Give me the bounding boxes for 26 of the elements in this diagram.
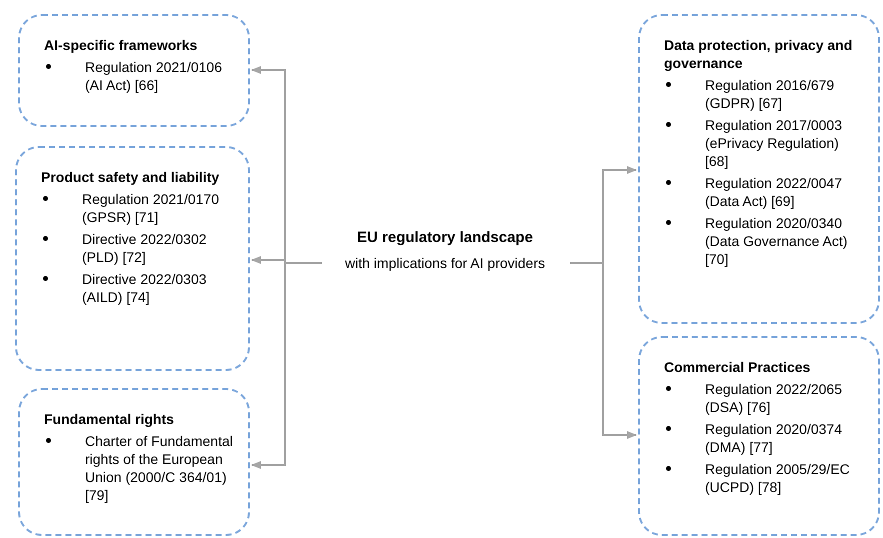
list-item-text: Regulation 2022/2065 (DSA) [76]	[705, 380, 844, 416]
list-item-text: Regulation 2016/679 (GDPR) [67]	[705, 76, 836, 112]
list-item-text: Regulation 2021/0106 (AI Act) [66]	[85, 58, 224, 94]
category-box	[18, 14, 250, 127]
list-item-text: Regulation 2020/0340 (Data Governance Act) [70]	[705, 214, 848, 268]
list-item-text: Regulation 2021/0170 (GPSR) [71]	[82, 190, 220, 226]
list-item-text: Directive 2022/0303 (AILD) [74]	[82, 270, 208, 306]
list-item-text: Regulation 2022/0047 (Data Act) [69]	[705, 174, 844, 210]
category-box	[15, 146, 250, 371]
list-item-text: Charter of Fundamental rights of the European Union (2000/C 364/01) [79]	[85, 432, 234, 504]
list-item-text: Regulation 2005/29/EC (UCPD) [78]	[705, 460, 851, 496]
box-heading: Fundamental rights	[44, 410, 175, 428]
center-title: EU regulatory landscape	[356, 228, 534, 248]
box-heading: Commercial Practices	[664, 358, 812, 376]
category-box	[638, 14, 880, 324]
list-item-text: Regulation 2017/0003 (ePrivacy Regulation) [68]	[705, 116, 844, 170]
list-item-text: Regulation 2020/0374 (DMA) [77]	[705, 420, 844, 456]
box-heading: Data protection, privacy and governance	[664, 36, 854, 72]
list-item-text: Directive 2022/0302 (PLD) [72]	[82, 230, 208, 266]
category-box	[18, 388, 250, 536]
category-box	[638, 336, 880, 536]
center-subtitle: with implications for AI providers	[344, 254, 546, 272]
box-heading: AI-specific frameworks	[44, 36, 198, 54]
connector-arrow	[251, 262, 322, 469]
box-heading: Product safety and liability	[41, 168, 220, 186]
connector-arrow	[570, 262, 637, 439]
